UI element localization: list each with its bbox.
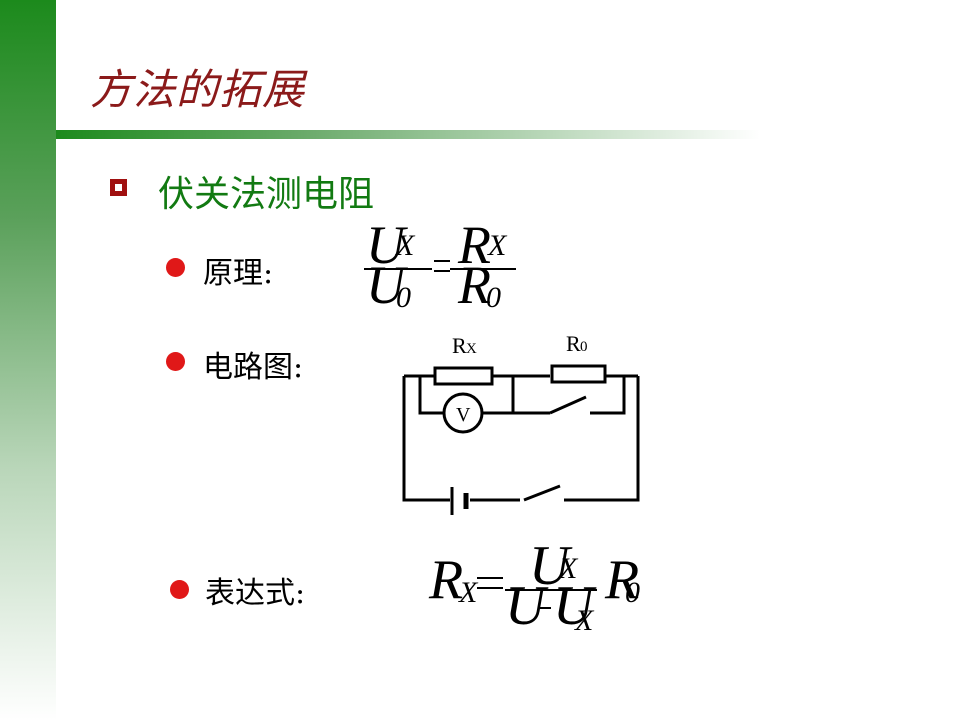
r0-label-sub: 0 <box>580 339 588 355</box>
formula-r-sub: X <box>487 229 508 262</box>
rx-label-sub: X <box>466 341 477 357</box>
wire-bottom-right <box>564 376 640 502</box>
formula-u-sub: X <box>395 229 416 262</box>
item-label-expression: 表达式: <box>205 576 306 611</box>
voltmeter-label: V <box>456 404 471 426</box>
round-bullet-icon <box>166 258 185 277</box>
battery-icon <box>450 487 469 515</box>
item-label-circuit: 电路图: <box>203 350 304 385</box>
slide-title: 方法的拓展 <box>90 65 306 114</box>
formula-u-denominator: U <box>505 575 549 632</box>
formula-rx-lhs: R <box>428 549 463 611</box>
formula-u-numerator: U <box>366 225 408 275</box>
section-heading: 伏关法测电阻 <box>158 174 375 215</box>
r0-label: R <box>566 331 581 356</box>
resistor-rx <box>433 366 494 386</box>
circuit-diagram: V R X R 0 <box>402 331 640 515</box>
round-bullet-icon <box>166 352 185 371</box>
formula-ux-numerator-sub: X <box>558 552 579 585</box>
formula-r0-sub: 0 <box>486 281 501 313</box>
title-divider <box>56 130 760 139</box>
square-bullet-icon <box>110 179 127 196</box>
formula-principle: U X R X U 0 R 0 <box>364 225 516 313</box>
formula-r0-term-sub: 0 <box>625 576 640 609</box>
formula-ux-denominator: U <box>553 575 597 632</box>
formula-ux-denominator-sub: X <box>574 604 595 632</box>
formula-r-denominator: R <box>457 255 491 313</box>
resistor-r0 <box>550 364 607 384</box>
formula-r-numerator: R <box>457 225 491 275</box>
formula-u0-sub: 0 <box>396 281 411 313</box>
formula-r0-term: R <box>604 549 639 611</box>
switch-top-icon <box>549 395 587 415</box>
formula-expression: R X U X R 0 U U X <box>428 540 640 632</box>
item-label-principle: 原理: <box>203 256 274 291</box>
wire-voltmeter-right <box>482 376 515 415</box>
wire-switch-right <box>590 376 626 415</box>
round-bullet-icon <box>170 580 189 599</box>
wire-voltmeter-left <box>418 376 443 415</box>
formula-ux-numerator: U <box>529 540 573 597</box>
wire-left-bottom <box>402 376 450 502</box>
formula-rx-lhs-sub: X <box>458 576 479 609</box>
sidebar-gradient <box>0 0 56 720</box>
rx-label: R <box>452 333 467 358</box>
formula-u-denominator: U <box>366 255 408 313</box>
switch-bottom-icon <box>523 484 561 502</box>
